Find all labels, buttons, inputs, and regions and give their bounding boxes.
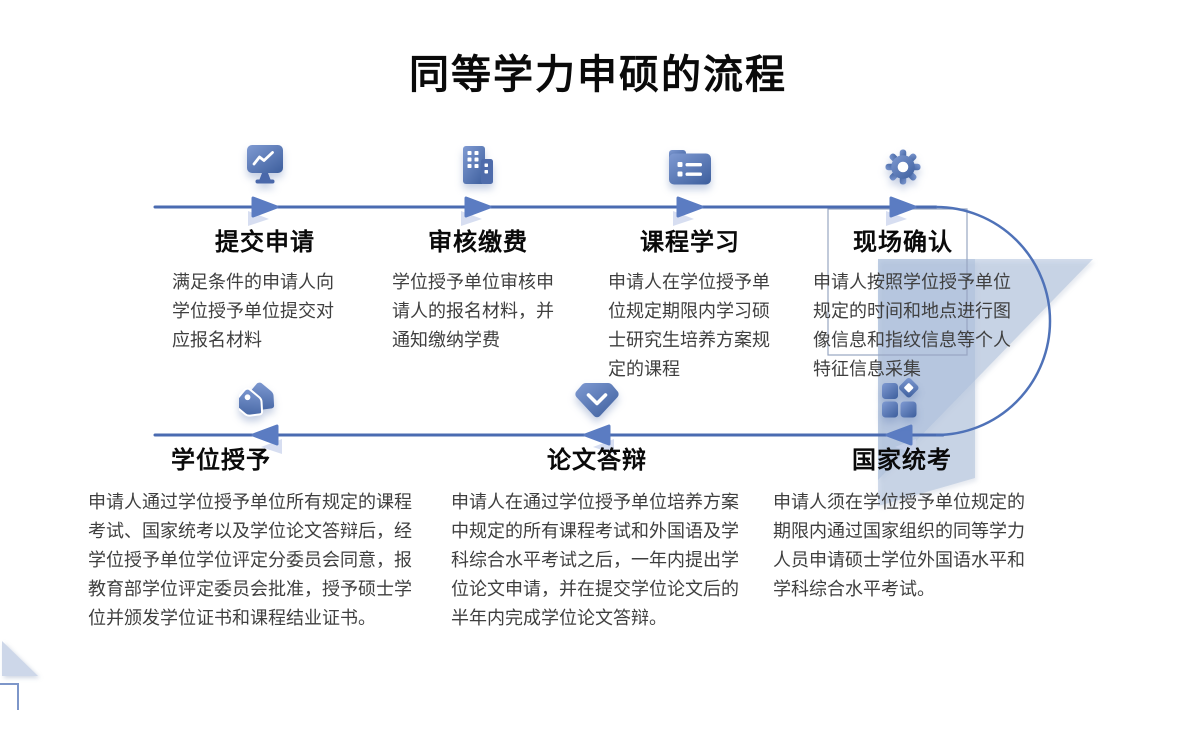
step-review-payment: 审核缴费 学位授予单位审核申请人的报名材料，并通知缴纳学费 (384, 145, 572, 360)
arrow-right-icon (464, 196, 492, 218)
step-title: 审核缴费 (428, 229, 528, 256)
step-desc: 申请人按照学位授予单位规定的时间和地点进行图像信息和指纹信息等个人特征信息采集 (813, 272, 1011, 379)
step-course-study: 课程学习 申请人在学位授予单位规定期限内学习硕士研究生培养方案规定的课程 (598, 145, 782, 379)
gem-check-icon (575, 383, 619, 418)
step-submit-application: 提交申请 满足条件的申请人向学位授予单位提交对应报名材料 (170, 145, 360, 360)
step-title: 国家统考 (852, 447, 952, 474)
tags-icon (239, 382, 275, 417)
step-desc: 申请人在通过学位授予单位培养方案中规定的所有课程考试和外国语及学科综合水平考试之… (451, 492, 739, 628)
step-desc: 申请人通过学位授予单位所有规定的课程考试、国家统考以及学位论文答辩后，经学位授予… (88, 492, 412, 628)
top-arrows (248, 196, 917, 226)
step-national-exam: 国家统考 申请人须在学位授予单位规定的期限内通过国家组织的同等学力人员申请硕士学… (773, 376, 1031, 636)
arrow-right-icon (251, 196, 279, 218)
step-title: 学位授予 (171, 447, 271, 474)
arrow-right-icon (676, 196, 704, 218)
step-degree-award: 学位授予 申请人通过学位授予单位所有规定的课程考试、国家统考以及学位论文答辩后，… (85, 376, 445, 636)
bottom-arrows (251, 424, 916, 454)
step-title: 论文答辩 (547, 447, 647, 474)
folder-list-icon (669, 150, 711, 185)
decor-triangle (878, 259, 1093, 480)
arrow-right-icon (889, 196, 917, 218)
step-title: 现场确认 (853, 229, 953, 256)
monitor-chart-icon (247, 145, 283, 184)
arrow-left-icon (885, 424, 913, 446)
building-icon (463, 146, 493, 184)
step-desc: 学位授予单位审核申请人的报名材料，并通知缴纳学费 (392, 272, 554, 350)
arrow-left-icon (583, 424, 611, 446)
step-title: 课程学习 (640, 229, 740, 256)
apps-grid-icon (882, 378, 919, 418)
slide-title: 同等学力申硕的流程 (409, 53, 787, 97)
step-onsite-confirmation: 现场确认 申请人按照学位授予单位规定的时间和地点进行图像信息和指纹信息等个人特征… (800, 145, 1011, 379)
u-turn-curve (935, 205, 1052, 437)
step-desc: 满足条件的申请人向学位授予单位提交对应报名材料 (172, 272, 334, 350)
step-thesis-defense: 论文答辩 申请人在通过学位授予单位培养方案中规定的所有课程考试和外国语及学科综合… (449, 376, 745, 636)
step-title: 提交申请 (215, 229, 315, 256)
corner-triangle (2, 641, 38, 676)
gear-icon (885, 149, 921, 185)
corner-outline (0, 683, 19, 710)
step-desc: 申请人在学位授予单位规定期限内学习硕士研究生培养方案规定的课程 (608, 272, 770, 379)
step-desc: 申请人须在学位授予单位规定的期限内通过国家组织的同等学力人员申请硕士学位外国语水… (773, 492, 1025, 599)
arrow-left-icon (251, 424, 279, 446)
